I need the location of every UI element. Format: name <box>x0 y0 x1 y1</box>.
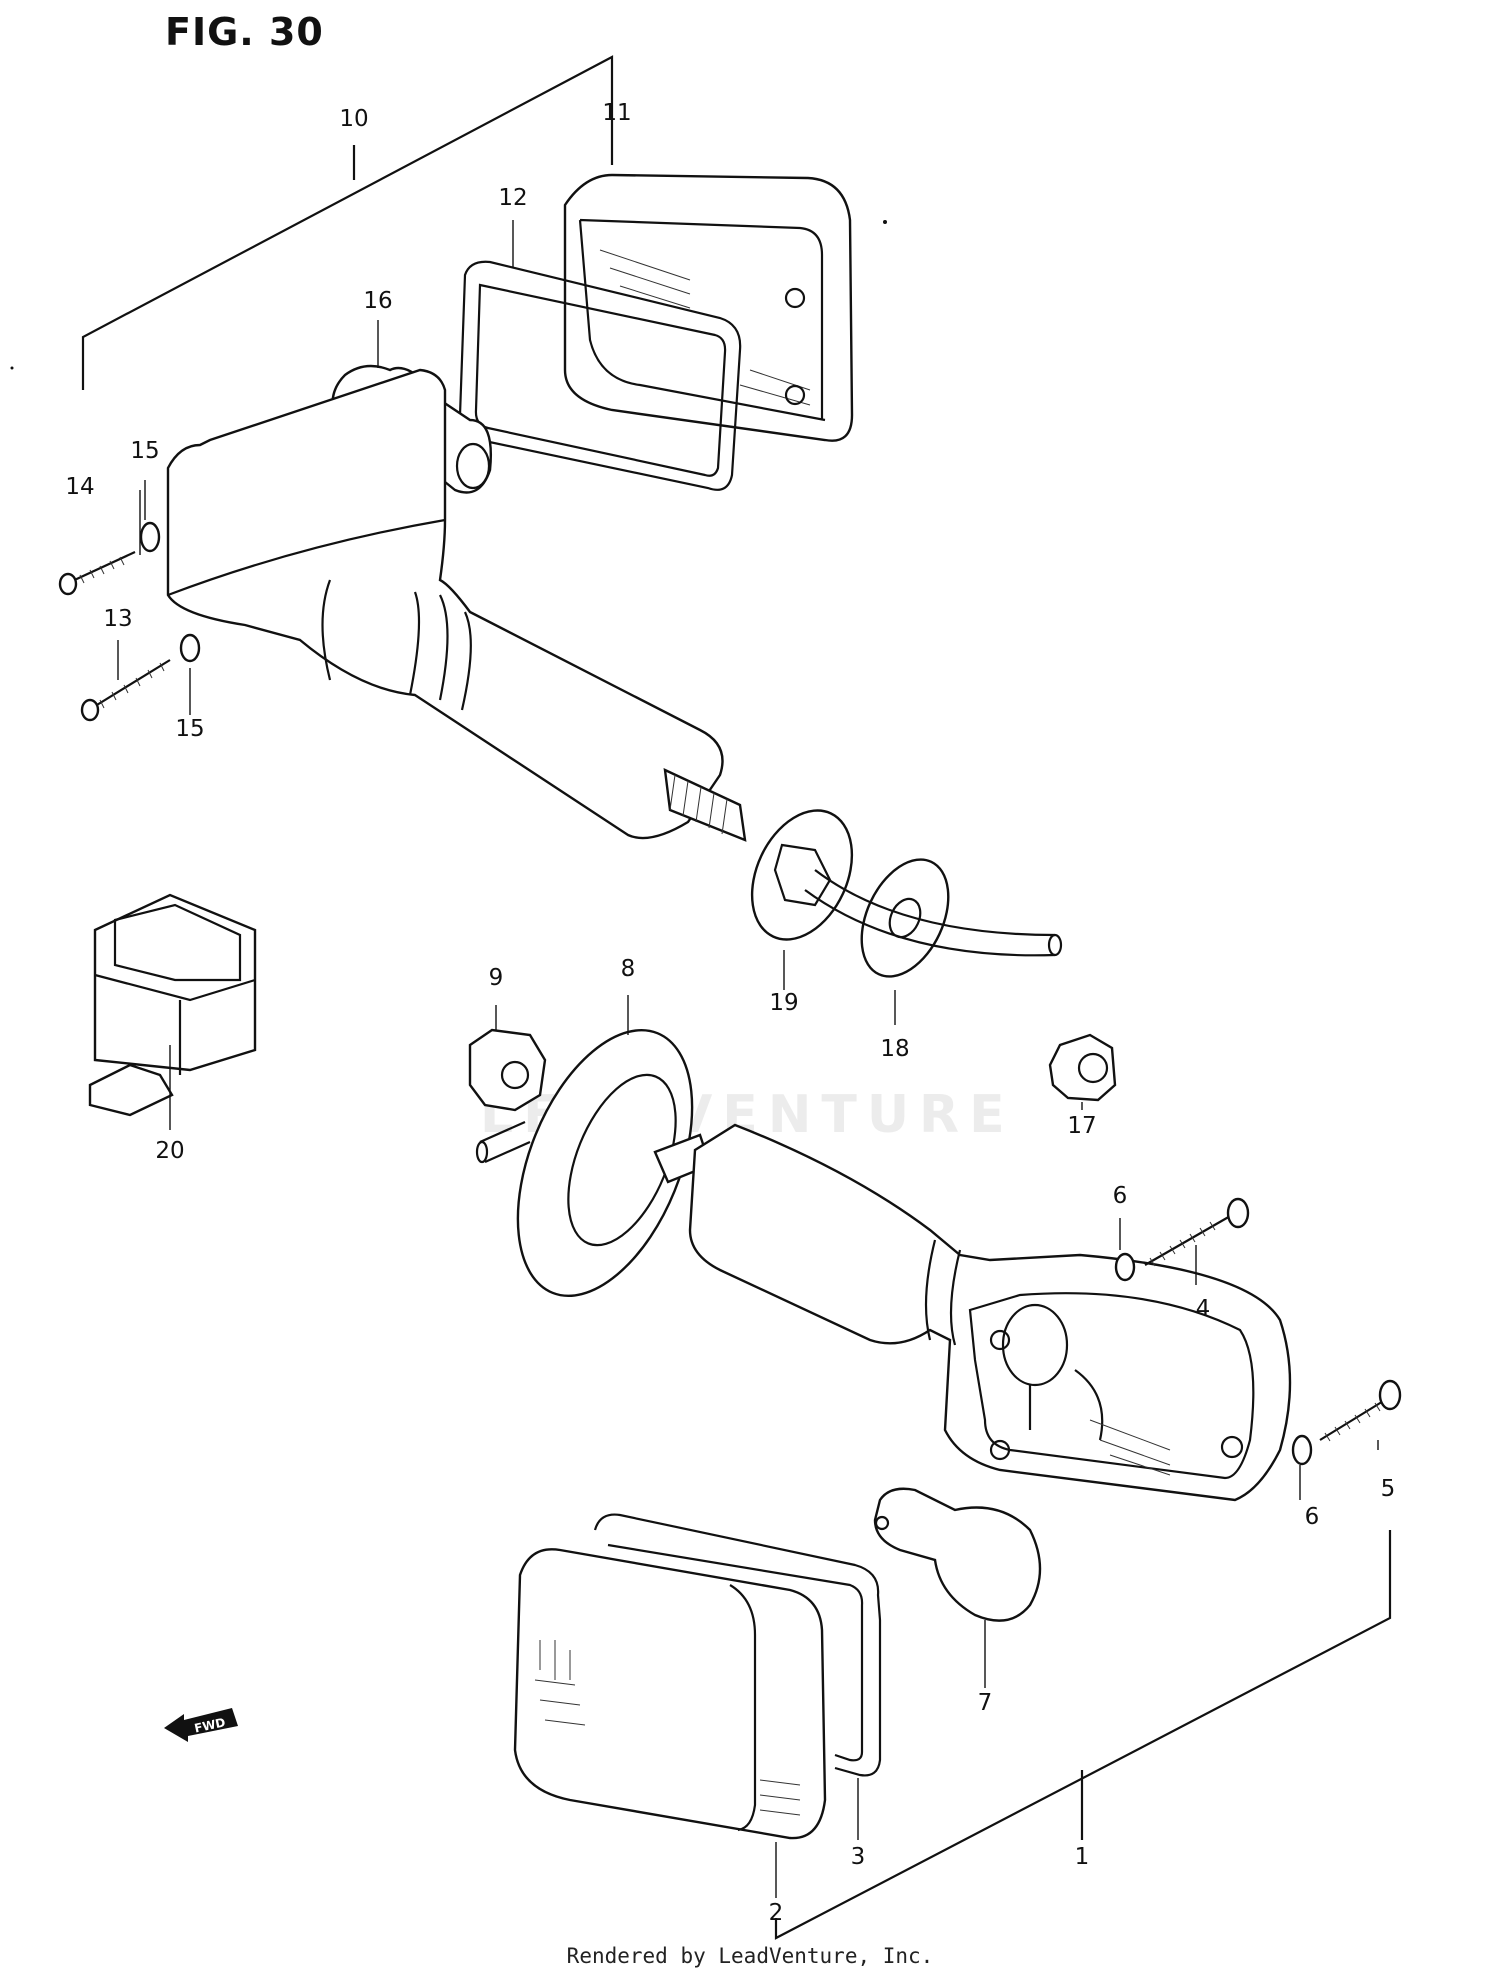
svg-text:FWD: FWD <box>193 1715 227 1735</box>
part-15-washer-upper[interactable] <box>139 521 161 553</box>
part-1-turn-signal-lower[interactable] <box>688 1123 1292 1502</box>
callout-3[interactable]: 3 <box>850 1844 866 1870</box>
callout-10[interactable]: 10 <box>339 106 369 132</box>
part-4-screw[interactable] <box>1144 1197 1250 1285</box>
part-6-washer-lower[interactable] <box>1291 1434 1313 1500</box>
group-bracket-10-11 <box>81 55 614 390</box>
part-15-washer-lower[interactable] <box>179 633 201 663</box>
part-2-lens[interactable] <box>513 1548 827 1898</box>
part-11-lens-housing[interactable] <box>563 173 854 442</box>
part-10-turn-signal-upper[interactable] <box>166 368 724 840</box>
part-5-screw[interactable] <box>1319 1379 1402 1450</box>
part-17-nut[interactable] <box>1048 1033 1117 1110</box>
callout-14[interactable]: 14 <box>65 474 95 500</box>
callout-6-lower[interactable]: 6 <box>1304 1504 1320 1530</box>
callout-7[interactable]: 7 <box>977 1690 993 1716</box>
callout-15-upper[interactable]: 15 <box>130 438 160 464</box>
callout-20[interactable]: 20 <box>155 1138 185 1164</box>
part-7-bulb[interactable] <box>873 1487 1042 1688</box>
callout-8[interactable]: 8 <box>620 956 636 982</box>
callout-15-lower[interactable]: 15 <box>175 716 205 742</box>
callout-leaders-left <box>117 480 191 715</box>
part-13-screw[interactable] <box>80 659 171 722</box>
callout-17[interactable]: 17 <box>1067 1113 1097 1139</box>
group-bracket-1 <box>774 1530 1392 1940</box>
part-3-gasket[interactable] <box>593 1513 882 1840</box>
figure-title: FIG. 30 <box>165 10 324 54</box>
part-6-washer-upper[interactable] <box>1114 1218 1136 1282</box>
fwd-arrow-icon: FWD <box>162 1700 242 1749</box>
callout-4[interactable]: 4 <box>1195 1296 1211 1322</box>
upper-threaded-stem <box>663 767 747 842</box>
callout-11[interactable]: 11 <box>602 100 632 126</box>
callout-19[interactable]: 19 <box>769 990 799 1016</box>
callout-5[interactable]: 5 <box>1380 1476 1396 1502</box>
callout-1[interactable]: 1 <box>1074 1844 1090 1870</box>
callout-9[interactable]: 9 <box>488 965 504 991</box>
callout-18[interactable]: 18 <box>880 1036 910 1062</box>
lower-wire-stub <box>475 1120 531 1164</box>
callout-13[interactable]: 13 <box>103 606 133 632</box>
callout-16[interactable]: 16 <box>363 288 393 314</box>
upper-wire <box>804 869 1063 957</box>
part-8-grommet[interactable] <box>483 995 727 1321</box>
callout-2[interactable]: 2 <box>768 1900 784 1926</box>
callout-12[interactable]: 12 <box>498 185 528 211</box>
callout-6-upper[interactable]: 6 <box>1112 1183 1128 1209</box>
part-9-nut[interactable] <box>468 1005 547 1112</box>
part-19-seal[interactable] <box>732 794 871 990</box>
part-18-washer[interactable] <box>844 846 965 1025</box>
part-14-screw[interactable] <box>58 551 136 596</box>
footer-credit: Rendered by LeadVenture, Inc. <box>566 1944 934 1968</box>
part-20-relay[interactable] <box>88 893 257 1130</box>
